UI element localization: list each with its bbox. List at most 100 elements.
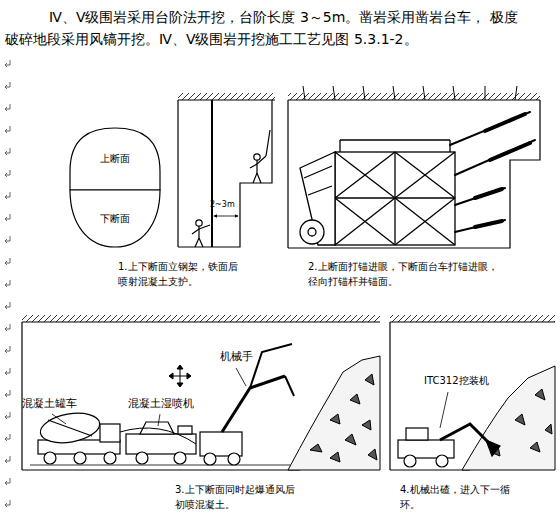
cursor-symbol (169, 365, 191, 387)
paragraph-mark (5, 478, 10, 485)
leader-line (52, 414, 66, 424)
manipulator (228, 453, 240, 465)
concrete-truck (44, 452, 56, 464)
tunnel-section-1 (177, 100, 178, 247)
drill-jumbo (340, 139, 450, 140)
dimension-line (214, 216, 238, 217)
manipulator (222, 376, 285, 432)
leader-line (440, 392, 448, 428)
worker (199, 225, 210, 229)
rock-bolt (393, 86, 395, 100)
tunnel-section-1 (178, 100, 272, 247)
paragraph-mark (5, 434, 10, 441)
excavator (398, 440, 454, 458)
tunnel-section-2 (288, 93, 540, 248)
rock-bolt (303, 86, 517, 100)
section-outline (70, 128, 160, 190)
tunnel-section-1 (178, 93, 275, 100)
concrete-sprayer (126, 434, 196, 454)
concrete-truck (74, 452, 86, 464)
drill-jumbo (395, 152, 455, 198)
muck-pile (535, 389, 545, 400)
excavator (406, 428, 428, 440)
paragraph-mark (5, 60, 10, 507)
step-caption: 1.上下断面立钢架，铁面后 喷射混凝土支护。 (118, 259, 244, 289)
drill-boom (455, 140, 535, 175)
concrete-truck (38, 409, 120, 464)
drill-jumbo (339, 140, 340, 152)
equipment-label: 混凝土罐车 (22, 396, 77, 410)
concrete-truck (48, 420, 92, 436)
manipulator (285, 376, 294, 396)
rock-bolt (423, 86, 425, 100)
paragraph-mark (5, 60, 10, 67)
manipulator (200, 432, 242, 456)
paragraph-mark (5, 214, 10, 221)
concrete-sprayer (136, 452, 148, 464)
drill-boom (475, 189, 502, 198)
rock-bolt (333, 86, 335, 100)
text-holder: 下断面 (70, 190, 160, 247)
step-caption: 2.上断面打锚进眼，下断面台车打锚进眼， 径向打锚杆并锚面。 (308, 259, 504, 289)
muck-pile (310, 444, 322, 452)
tunnel-section-2 (288, 93, 540, 100)
excavator (404, 455, 416, 467)
worker (192, 130, 270, 247)
paragraph-text: Ⅳ、Ⅴ级围岩采用台阶法开挖，台阶长度 3～5m。凿岩采用凿岩台车， 极度破碎地段… (5, 6, 521, 50)
paragraph-mark (5, 302, 10, 309)
worker (198, 226, 199, 238)
worker (199, 238, 203, 247)
drill-boom (490, 143, 530, 160)
worker (257, 156, 266, 164)
section-label: 下断面 (100, 213, 130, 225)
muck-pile (330, 414, 340, 424)
drill-jumbo (335, 198, 395, 245)
tunnel-section-3 (21, 322, 22, 470)
manipulator (250, 344, 292, 388)
drill-jumbo (308, 186, 332, 195)
paragraph-mark (5, 500, 10, 507)
muck-pile (530, 442, 540, 452)
drill-jumbo (395, 198, 455, 245)
drill-boom (450, 112, 530, 145)
steel-arch (211, 100, 213, 247)
tunnel-section-3 (22, 315, 380, 470)
paragraph-mark (5, 82, 10, 89)
tunnel-section-4 (390, 315, 555, 322)
steel-arch (211, 100, 213, 247)
step-caption: 3.上下断面同时起爆通风后 初喷混凝土。 (175, 482, 301, 512)
excavator (436, 455, 448, 467)
tunnel-section-4 (390, 321, 555, 322)
muck-pile (345, 434, 356, 445)
paragraph-mark (5, 280, 10, 287)
drill-jumbo (335, 152, 395, 198)
manipulator (120, 344, 294, 465)
excavator (440, 424, 492, 446)
drill-boom (450, 112, 535, 232)
drill-jumbo (308, 228, 316, 236)
tunnel-section-3 (22, 315, 380, 322)
leader-line (52, 368, 448, 428)
paragraph-mark (5, 192, 10, 199)
drill-jumbo (304, 166, 332, 178)
tunnel-section-4 (389, 322, 390, 470)
drill-jumbo (300, 152, 335, 245)
paragraph-mark (5, 148, 10, 155)
drill-jumbo (395, 198, 455, 245)
concrete-truck (100, 424, 120, 442)
drill-jumbo (335, 152, 395, 198)
paragraph-mark (5, 346, 10, 353)
concrete-sprayer (178, 426, 192, 434)
muck-pile (288, 356, 380, 470)
drill-jumbo (300, 140, 455, 245)
tunnel-section-4 (390, 469, 470, 470)
equipment-label: 混凝土湿喷机 (128, 396, 194, 410)
rock-bolt (485, 86, 486, 100)
concrete-sprayer (174, 452, 186, 464)
drill-jumbo (335, 152, 455, 245)
section-outline (70, 190, 160, 247)
manipulator (204, 453, 216, 465)
rock-bolt (363, 86, 365, 100)
equipment-label: ITC312挖装机 (424, 374, 489, 388)
